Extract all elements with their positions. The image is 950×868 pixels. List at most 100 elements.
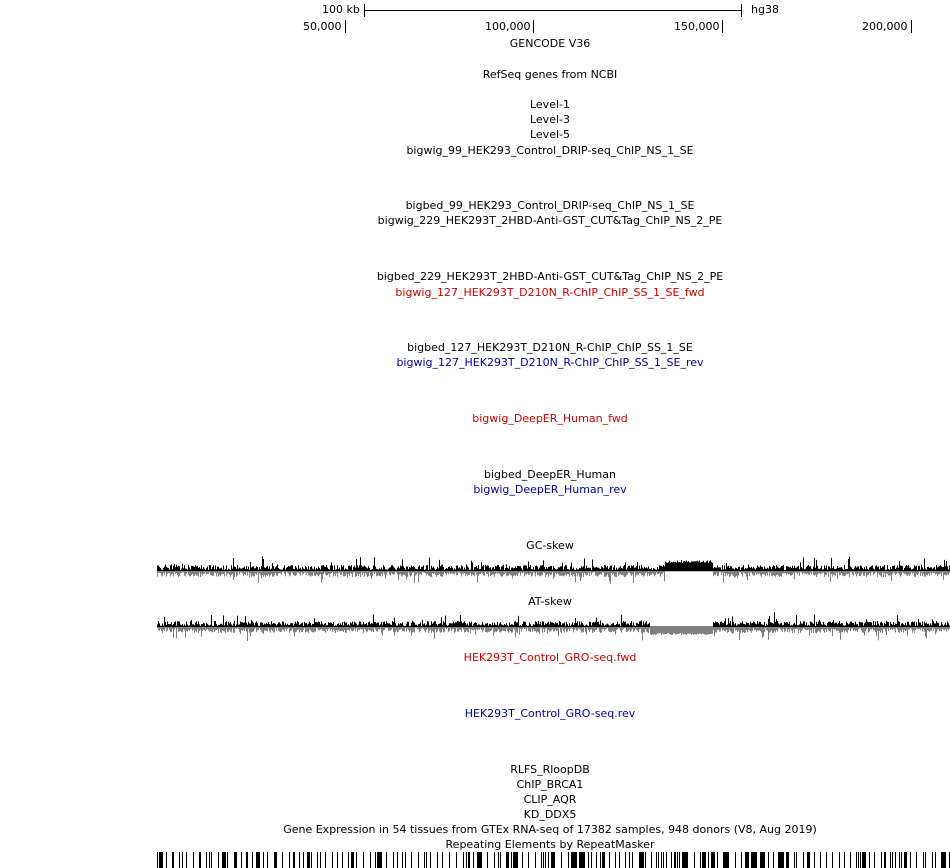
track-label-clip-aqr[interactable]: CLIP_AQR (523, 793, 577, 806)
signal-bar-positive (846, 621, 847, 627)
track-label-rlfs-rloopdb[interactable]: RLFS_RloopDB (510, 763, 590, 776)
signal-bar-positive (378, 622, 379, 627)
signal-bar-positive (429, 625, 430, 627)
track-label-gro-seq-rev[interactable]: HEK293T_Control_GRO-seq.rev (464, 707, 636, 720)
signal-bar-positive (367, 568, 368, 571)
track-label-gencode[interactable]: GENCODE V36 (509, 37, 591, 50)
track-label-level-3[interactable]: Level-3 (529, 113, 570, 126)
signal-bar-negative (597, 571, 598, 577)
signal-bar-negative (598, 627, 599, 629)
signal-bar-positive (494, 622, 495, 627)
signal-bar-positive (402, 559, 403, 571)
signal-bar-negative (659, 571, 660, 573)
signal-bar-positive (495, 624, 496, 627)
signal-bar-negative (712, 627, 713, 634)
signal-bar-negative (514, 627, 515, 630)
signal-bar-positive (858, 566, 859, 571)
track-label-repeatmasker[interactable]: Repeating Elements by RepeatMasker (445, 838, 655, 851)
signal-bar-negative (569, 571, 570, 577)
track-label-level-5[interactable]: Level-5 (529, 128, 570, 141)
track-label-gro-seq-fwd[interactable]: HEK293T_Control_GRO-seq.fwd (463, 651, 637, 664)
signal-bar-negative (245, 571, 246, 575)
signal-bar-positive (196, 621, 197, 627)
track-label-bigwig-229[interactable]: bigwig_229_HEK293T_2HBD-Anti-GST_CUT&Tag… (377, 214, 723, 227)
track-label-chip-brca1[interactable]: ChIP_BRCA1 (516, 778, 584, 791)
signal-bar-negative (326, 571, 327, 576)
signal-bar-positive (858, 625, 859, 627)
signal-bar-negative (459, 571, 460, 573)
signal-bar-positive (901, 623, 902, 627)
track-label-bigwig-127-rev[interactable]: bigwig_127_HEK293T_D210N_R-ChIP_ChIP_SS_… (396, 356, 704, 369)
signal-bar-negative (190, 627, 191, 629)
signal-bar-positive (601, 625, 602, 627)
signal-bar-negative (362, 571, 363, 576)
signal-bar-positive (906, 565, 907, 571)
signal-bar-negative (769, 627, 770, 633)
track-label-bigbed-229[interactable]: bigbed_229_HEK293T_2HBD-Anti-GST_CUT&Tag… (376, 270, 724, 283)
signal-bar-positive (270, 569, 271, 571)
signal-bar-negative (887, 627, 888, 629)
signal-bar-negative (330, 627, 331, 631)
track-label-gc-skew[interactable]: GC-skew (526, 539, 574, 552)
signal-bar-positive (472, 625, 473, 627)
track-label-bigwig-99[interactable]: bigwig_99_HEK293_Control_DRIP-seq_ChIP_N… (406, 144, 694, 157)
signal-bar-positive (538, 621, 539, 627)
signal-bar-positive (190, 621, 191, 627)
repeatmasker-track[interactable] (0, 852, 950, 868)
track-label-bigbed-99[interactable]: bigbed_99_HEK293_Control_DRIP-seq_ChIP_N… (405, 199, 695, 212)
signal-bar-positive (931, 567, 932, 571)
signal-bar-positive (496, 566, 497, 571)
track-label-level-1[interactable]: Level-1 (529, 98, 570, 111)
track-label-kd-ddx5[interactable]: KD_DDX5 (523, 808, 577, 821)
at-skew-signal-plot[interactable] (0, 605, 950, 650)
signal-bar-negative (906, 571, 907, 576)
signal-bar-positive (620, 625, 621, 627)
signal-bar-negative (401, 627, 402, 629)
signal-bar-negative (402, 627, 403, 632)
signal-bar-positive (181, 625, 182, 627)
signal-bar-positive (615, 569, 616, 571)
signal-bar-positive (161, 625, 162, 627)
signal-bar-negative (698, 571, 699, 572)
signal-bar-positive (443, 621, 444, 627)
signal-bar-positive (197, 624, 198, 627)
track-label-deeper-bigbed[interactable]: bigbed_DeepER_Human (483, 468, 616, 481)
track-label-bigbed-127[interactable]: bigbed_127_HEK293T_D210N_R-ChIP_ChIP_SS_… (407, 341, 693, 354)
signal-bar-positive (539, 624, 540, 627)
repeat-element (303, 852, 304, 868)
signal-bar-positive (492, 622, 493, 627)
track-label-at-skew[interactable]: AT-skew (528, 595, 572, 608)
gc-skew-signal-plot[interactable] (0, 549, 950, 594)
signal-bar-positive (271, 568, 272, 571)
signal-bar-positive (723, 569, 724, 571)
track-label-bigwig-127-fwd[interactable]: bigwig_127_HEK293T_D210N_R-ChIP_ChIP_SS_… (395, 286, 705, 299)
signal-bar-positive (663, 626, 664, 627)
signal-bar-negative (217, 571, 218, 574)
signal-bar-positive (904, 625, 905, 627)
signal-bar-negative (476, 627, 477, 630)
signal-bar-positive (227, 569, 228, 571)
signal-bar-negative (772, 571, 773, 577)
signal-bar-positive (371, 569, 372, 571)
signal-bar-positive (945, 565, 946, 571)
track-label-gtex[interactable]: Gene Expression in 54 tissues from GTEx … (283, 823, 817, 836)
signal-bar-positive (709, 626, 710, 627)
signal-bar-positive (199, 566, 200, 571)
signal-bar-positive (406, 623, 407, 627)
track-label-refseq[interactable]: RefSeq genes from NCBI (482, 68, 618, 81)
signal-bar-positive (712, 626, 713, 627)
signal-bar-negative (510, 571, 511, 575)
track-label-deeper-rev[interactable]: bigwig_DeepER_Human_rev (473, 483, 627, 496)
signal-bar-negative (213, 627, 214, 630)
signal-bar-negative (478, 571, 479, 576)
signal-bar-positive (946, 561, 947, 571)
track-label-deeper-fwd[interactable]: bigwig_DeepER_Human_fwd (472, 412, 628, 425)
signal-bar-positive (740, 569, 741, 571)
signal-bar-negative (619, 571, 620, 575)
signal-bar-positive (337, 623, 338, 627)
signal-bar-negative (309, 627, 310, 630)
signal-bar-negative (288, 627, 289, 629)
signal-bar-negative (810, 627, 811, 630)
signal-bar-negative (662, 627, 663, 634)
signal-bar-negative (278, 627, 279, 631)
